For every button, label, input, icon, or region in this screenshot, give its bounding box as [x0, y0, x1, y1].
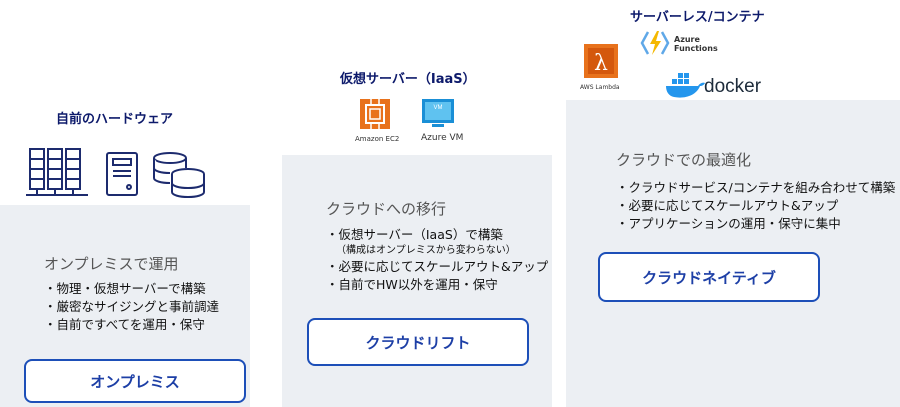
bullet: ・自前ですべてを運用・保守 [44, 317, 205, 332]
onpremise-button[interactable]: オンプレミス [24, 359, 246, 403]
aws-lambda-icon: λ [584, 44, 618, 78]
cloud-native-button[interactable]: クラウドネイティブ [598, 252, 820, 302]
stage1-header: 自前のハードウェア [56, 112, 174, 127]
amazon-ec2-icon [360, 99, 390, 129]
amazon-ec2-label: Amazon EC2 [355, 135, 400, 143]
azure-vm-icon: VM [422, 99, 454, 127]
docker-icon [666, 73, 705, 98]
bullet-note: （構成はオンプレミスから変わらない） [336, 245, 516, 256]
bullet: ・仮想サーバー（IaaS）で構築 [326, 227, 503, 242]
stage3-header: サーバーレス/コンテナ [630, 10, 765, 25]
docker-label: docker [704, 76, 762, 97]
stage1-bullets: ・物理・仮想サーバーで構築 ・厳密なサイジングと事前調達 ・自前ですべてを運用・… [44, 280, 219, 334]
azure-functions-icon [640, 31, 670, 55]
bullet: ・アプリケーションの運用・保守に集中 [616, 216, 841, 231]
aws-lambda-label: AWS Lambda [580, 84, 620, 91]
stage2-header: 仮想サーバー（IaaS） [340, 72, 476, 87]
vm-badge: VM [434, 105, 443, 111]
stage3-bullets: ・クラウドサービス/コンテナを組み合わせて構築 ・必要に応じてスケールアウト&ア… [616, 179, 895, 233]
stage3-title: クラウドでの最適化 [616, 151, 752, 169]
bullet: ・自前でHW以外を運用・保守 [326, 277, 498, 292]
bullet: ・厳密なサイジングと事前調達 [44, 299, 220, 314]
cloud-lift-button[interactable]: クラウドリフト [307, 318, 529, 366]
azure-functions-label: Azure Functions [674, 35, 718, 53]
server-rack-icon [26, 148, 88, 196]
stage2-bullets: ・仮想サーバー（IaaS）で構築 （構成はオンプレミスから変わらない） ・必要に… [326, 226, 548, 294]
bullet: ・必要に応じてスケールアウト&アップ [326, 259, 549, 274]
azure-vm-label: Azure VM [421, 133, 464, 143]
server-box-icon [106, 152, 138, 196]
stage1-title: オンプレミスで運用 [44, 255, 179, 273]
bullet: ・物理・仮想サーバーで構築 [44, 281, 206, 296]
bullet: ・必要に応じてスケールアウト&アップ [616, 198, 839, 213]
stage2-title: クラウドへの移行 [326, 200, 447, 218]
bullet: ・クラウドサービス/コンテナを組み合わせて構築 [616, 180, 896, 195]
database-icon [153, 152, 205, 199]
svg-text:λ: λ [594, 51, 608, 76]
